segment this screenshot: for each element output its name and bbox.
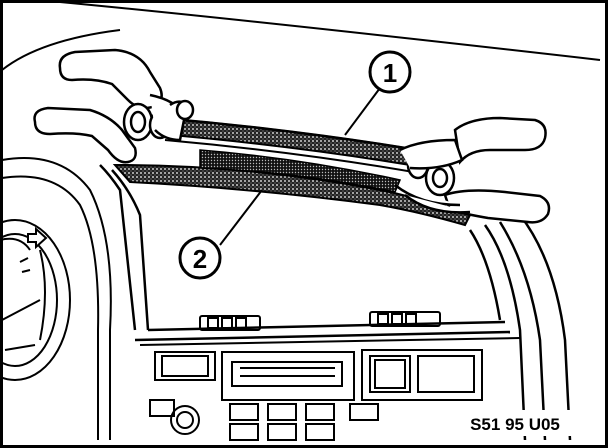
callout-2-label: 2: [193, 244, 207, 274]
right-pliers-tool: [394, 116, 551, 224]
callout-1-label: 1: [383, 58, 397, 88]
instrument-cluster: [0, 157, 112, 440]
vent-grille-upper: [199, 149, 402, 193]
radio-buttons: [149, 399, 379, 441]
callout-leaders: [219, 87, 381, 246]
callout-1: 1: [368, 50, 412, 94]
radio-unit: [154, 349, 483, 401]
left-pliers-tool: [33, 48, 195, 164]
dashboard-top-panel: [99, 164, 572, 441]
windshield-frame: [1, 1, 601, 71]
arrow-indicator-icon: [27, 226, 48, 250]
gauge-needle: [1, 299, 41, 351]
reference-code: S51 95 U05: [470, 415, 560, 434]
center-console: [139, 311, 521, 346]
callout-2: 2: [178, 236, 222, 280]
reference-code-bg: [458, 410, 576, 436]
